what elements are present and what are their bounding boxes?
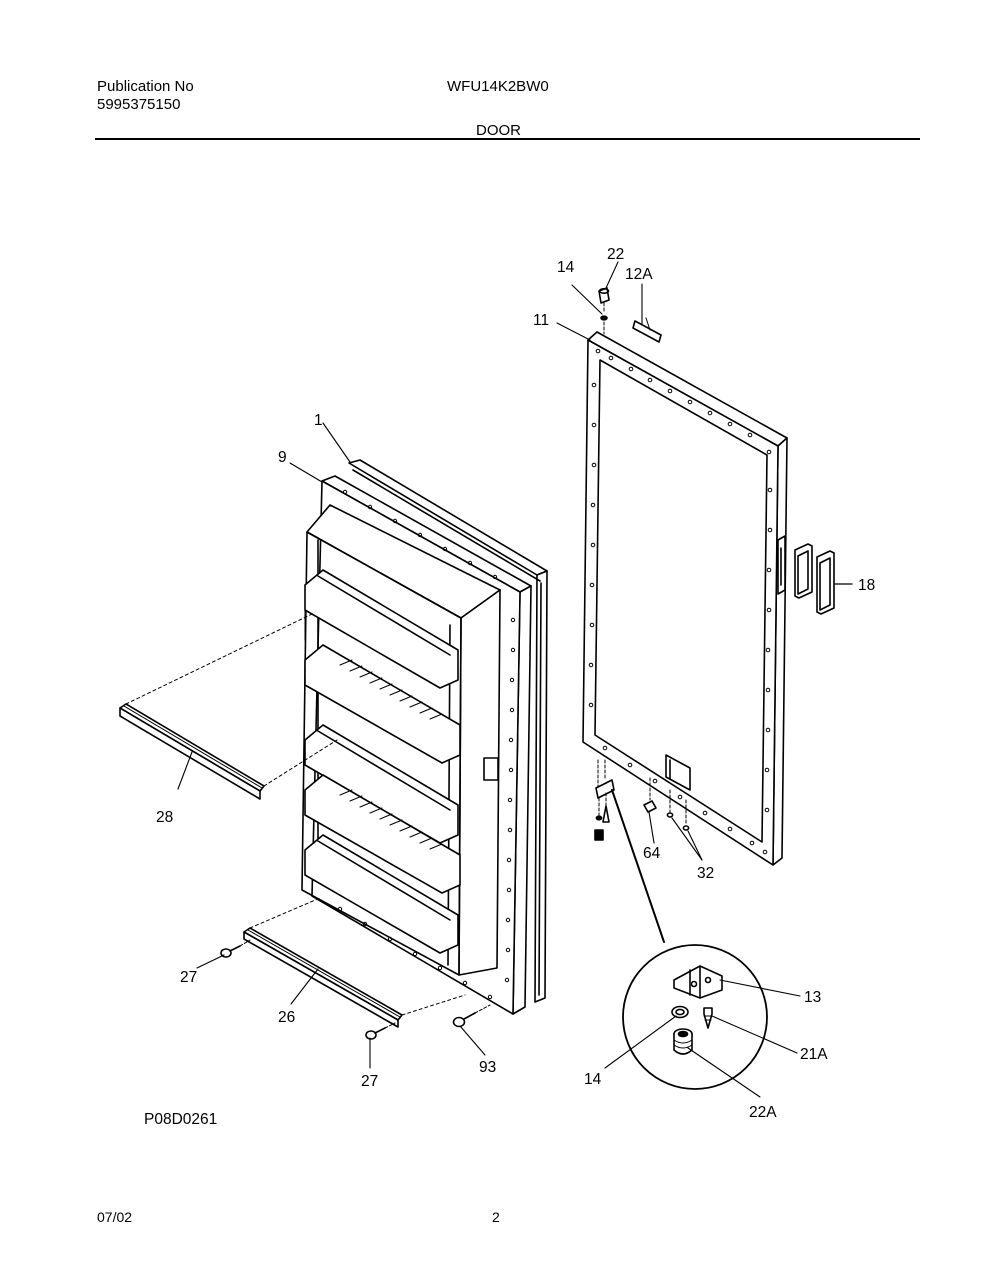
callout-93: 93 bbox=[479, 1059, 496, 1076]
shelf-rail bbox=[119, 613, 338, 800]
top-hinge-parts bbox=[598, 287, 662, 343]
callout-64: 64 bbox=[643, 845, 661, 862]
callout-28: 28 bbox=[156, 809, 173, 826]
section-title: DOOR bbox=[476, 122, 521, 139]
header-rule bbox=[95, 138, 920, 140]
publication-number: 5995375150 bbox=[97, 96, 181, 113]
door-shelf-2 bbox=[304, 644, 461, 764]
callout-27-upper: 27 bbox=[180, 969, 197, 986]
door-shelf-5 bbox=[304, 834, 459, 954]
screw-27-upper bbox=[220, 939, 251, 958]
screw-27-lower bbox=[365, 1022, 396, 1040]
door-shelf-3 bbox=[304, 724, 459, 844]
callout-21a: 21A bbox=[800, 1046, 828, 1063]
publication-label: Publication No bbox=[97, 78, 194, 95]
callout-32: 32 bbox=[697, 865, 714, 882]
door-shelf-1 bbox=[304, 569, 459, 689]
diagram-code: P08D0261 bbox=[144, 1111, 217, 1128]
outer-door-panel bbox=[582, 331, 788, 866]
callout-26: 26 bbox=[278, 1009, 295, 1026]
bottom-hinge-parts bbox=[594, 759, 690, 943]
callout-22a: 22A bbox=[749, 1104, 777, 1121]
page-number: 2 bbox=[492, 1209, 500, 1225]
callout-leaders bbox=[177, 261, 801, 1098]
callout-1: 1 bbox=[314, 412, 323, 429]
door-shelf-4 bbox=[304, 774, 461, 894]
callout-13: 13 bbox=[804, 989, 821, 1006]
callout-22: 22 bbox=[607, 246, 624, 263]
callout-9: 9 bbox=[278, 449, 287, 466]
callout-18: 18 bbox=[858, 577, 875, 594]
door-handle bbox=[794, 543, 853, 615]
callout-27-lower: 27 bbox=[361, 1073, 378, 1090]
hinge-detail-circle bbox=[622, 944, 768, 1090]
screw-93 bbox=[452, 1004, 491, 1028]
model-number: WFU14K2BW0 bbox=[447, 78, 549, 95]
callout-11: 11 bbox=[533, 312, 549, 329]
bottom-rail bbox=[243, 897, 466, 1028]
callout-14-detail: 14 bbox=[584, 1071, 602, 1088]
callout-12a: 12A bbox=[625, 266, 653, 283]
callout-14-top: 14 bbox=[557, 259, 575, 276]
handle-cutout bbox=[777, 535, 786, 595]
door-gasket bbox=[348, 459, 548, 1003]
footer-date: 07/02 bbox=[97, 1209, 133, 1225]
